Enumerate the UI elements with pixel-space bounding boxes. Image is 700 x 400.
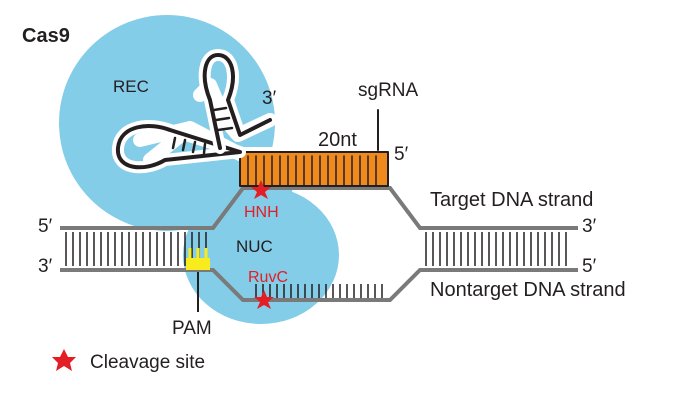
target-dna-strand bbox=[60, 186, 578, 230]
left-base-pairs bbox=[65, 232, 207, 266]
pam-site bbox=[186, 248, 210, 312]
diagram-title: Cas9 bbox=[22, 25, 70, 47]
pam-label: PAM bbox=[172, 318, 212, 339]
nontarget-single-strand-ticks bbox=[255, 284, 383, 298]
nontarget-strand-label: Nontarget DNA strand bbox=[430, 279, 626, 301]
ruvc-label: RuvC bbox=[248, 269, 288, 286]
dna-right-top-label: 3′ bbox=[582, 216, 597, 237]
cleavage-legend-label: Cleavage site bbox=[90, 352, 205, 373]
nuc-label: NUC bbox=[236, 237, 273, 256]
spacer-20nt bbox=[239, 151, 389, 187]
sgrna-5prime-label: 5′ bbox=[394, 144, 409, 165]
sgrna-3prime-label: 3′ bbox=[262, 88, 277, 109]
right-base-pairs bbox=[425, 232, 567, 266]
star-icon bbox=[254, 290, 274, 309]
sgrna-label: sgRNA bbox=[358, 80, 419, 101]
dna-left-bottom-label: 3′ bbox=[38, 256, 53, 277]
spacer-label: 20nt bbox=[318, 129, 357, 151]
sgrna bbox=[112, 49, 395, 187]
rec-label: REC bbox=[113, 77, 149, 96]
dna-right-bottom-label: 5′ bbox=[582, 256, 597, 277]
target-strand-label: Target DNA strand bbox=[430, 189, 593, 211]
star-icon bbox=[52, 349, 76, 371]
hnh-label: HNH bbox=[244, 204, 279, 221]
dna-left-top-label: 5′ bbox=[38, 216, 53, 237]
star-icon bbox=[251, 180, 271, 199]
nuc-lobe bbox=[183, 186, 339, 324]
